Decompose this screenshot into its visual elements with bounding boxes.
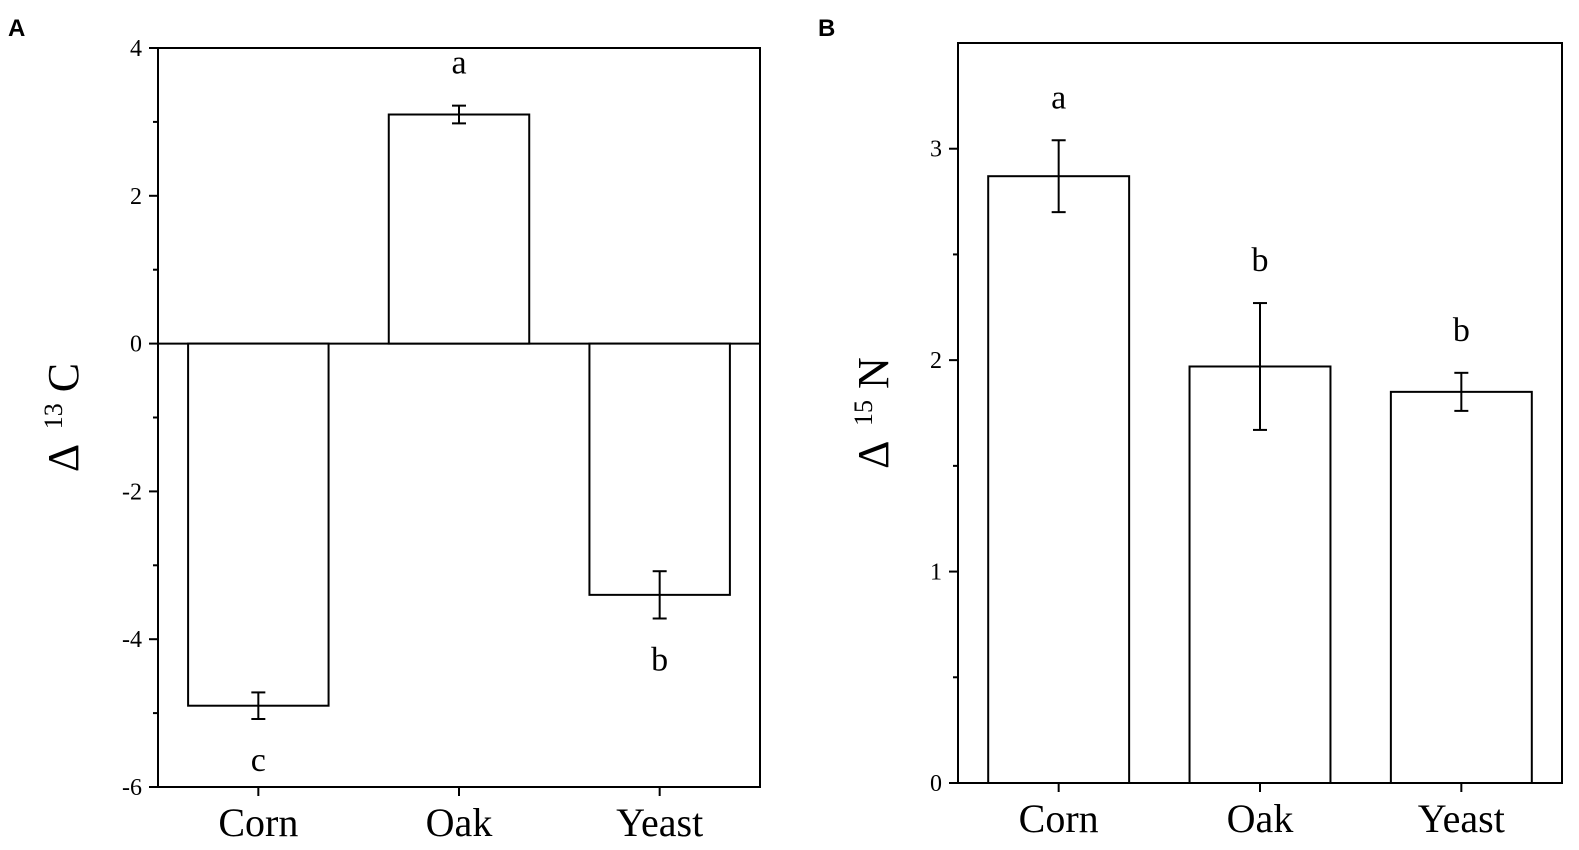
y-axis-label-a: Δ 13 C xyxy=(23,363,88,472)
y-axis-label-b-element: N xyxy=(849,357,898,389)
pa-bar-oak xyxy=(387,113,531,345)
pa-bar-corn xyxy=(187,342,330,707)
pa-category-label: Oak xyxy=(426,800,493,845)
pb-category-label: Yeast xyxy=(1418,796,1505,841)
pa-category-label: Yeast xyxy=(616,800,703,845)
pa-y-tick-label: -2 xyxy=(122,479,142,505)
pb-y-tick-label: 1 xyxy=(930,560,942,586)
panel-letter-b: B xyxy=(818,15,835,42)
y-axis-label-b-symbol: Δ xyxy=(849,442,898,469)
pb-category-label: Corn xyxy=(1019,796,1099,841)
pb-category-label: Oak xyxy=(1227,796,1294,841)
pa-y-tick-label: 0 xyxy=(130,332,142,358)
pb-y-tick-label: 3 xyxy=(930,137,942,163)
y-axis-label-a-symbol: Δ xyxy=(39,445,88,472)
pb-significance-label: b xyxy=(1252,242,1269,279)
y-axis-label-a-sup: 13 xyxy=(39,403,68,429)
pb-y-tick-label: 0 xyxy=(930,771,942,797)
pb-significance-label: a xyxy=(1051,79,1066,116)
pa-significance-label: a xyxy=(451,45,466,82)
pa-y-tick-label: 2 xyxy=(130,184,142,210)
pa-significance-label: c xyxy=(251,742,266,779)
pa-y-tick-label: -6 xyxy=(122,775,142,801)
y-axis-label-b-sup: 15 xyxy=(849,400,878,426)
y-axis-label-a-element: C xyxy=(39,363,88,392)
pb-bar-corn xyxy=(987,175,1131,784)
y-axis-label-b: Δ 15 N xyxy=(833,357,898,469)
pb-y-tick-label: 2 xyxy=(930,348,942,374)
pa-bar-yeast xyxy=(588,342,731,596)
pa-category-label: Corn xyxy=(218,800,298,845)
pa-significance-label: b xyxy=(651,642,668,679)
panel-letter-a: A xyxy=(8,15,25,42)
pb-bar-oak xyxy=(1188,365,1332,784)
pa-y-tick-label: 4 xyxy=(130,36,142,62)
pb-bar-yeast xyxy=(1389,390,1533,784)
pa-y-tick-label: -4 xyxy=(122,627,142,653)
pb-significance-label: b xyxy=(1453,312,1470,349)
